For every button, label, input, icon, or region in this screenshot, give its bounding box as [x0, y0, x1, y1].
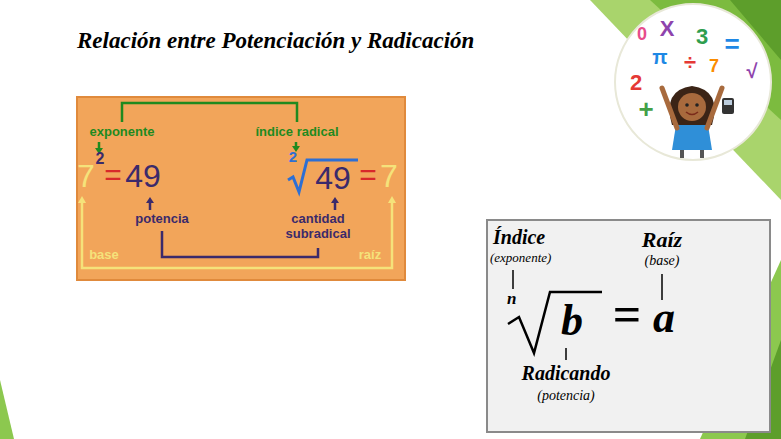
- power-label: potencia: [135, 212, 188, 227]
- exponent-number: 2: [96, 150, 105, 168]
- arrowheads: [78, 146, 396, 203]
- slide-title: Relación entre Potenciación y Radicación: [77, 28, 474, 54]
- formula-leaders: [508, 270, 662, 360]
- formula-panel: [487, 220, 770, 432]
- radicand-note: (potencia): [537, 388, 595, 404]
- math-symbol: +: [638, 95, 653, 125]
- radicand-label: cantidad subradical: [277, 212, 359, 242]
- radicand-symbol: b: [561, 296, 583, 347]
- index-note: (exponente): [490, 251, 551, 266]
- power-number: 49: [125, 158, 161, 195]
- math-symbol: 0: [637, 24, 647, 45]
- relation-brackets: [82, 103, 392, 268]
- orange-panel-texts: exponenteíndice radical72=49249=7potenci…: [77, 97, 405, 280]
- radicand-term: Radicando: [522, 362, 611, 385]
- base-number: 7: [77, 158, 95, 195]
- equals-sign: =: [613, 286, 642, 344]
- root-label: raíz: [359, 248, 381, 263]
- girl-figure: [662, 86, 734, 158]
- math-symbol: √: [747, 60, 758, 83]
- equals-sign: =: [104, 158, 122, 193]
- orange-panel: [77, 97, 405, 280]
- root-symbol: a: [653, 293, 675, 344]
- root-number: 7: [380, 158, 398, 195]
- radicand-number: 49: [315, 160, 351, 197]
- root-term: Raíz: [642, 227, 682, 252]
- illustration-circle: [615, 4, 771, 160]
- root-note: (base): [645, 253, 680, 269]
- math-symbol: 3: [696, 24, 708, 49]
- index-symbol: n: [507, 289, 516, 309]
- green-band: [590, 0, 781, 200]
- math-symbol: 2: [630, 70, 642, 95]
- math-symbol: ÷: [684, 50, 696, 75]
- math-symbol: =: [724, 30, 739, 60]
- equals-sign: =: [359, 158, 377, 193]
- base-label: base: [89, 248, 119, 263]
- green-band: [0, 380, 14, 439]
- formula-panel-texts: Índice (exponente) n b =a Raíz(base) Radicando…: [487, 220, 770, 432]
- exponent-label: exponente: [89, 125, 154, 140]
- index-label: índice radical: [255, 125, 338, 140]
- math-symbol: X: [660, 16, 675, 41]
- root-index: 2: [289, 148, 297, 165]
- index-term: Índice: [493, 226, 545, 249]
- math-symbol: π: [652, 46, 667, 69]
- math-symbol: 7: [709, 56, 719, 77]
